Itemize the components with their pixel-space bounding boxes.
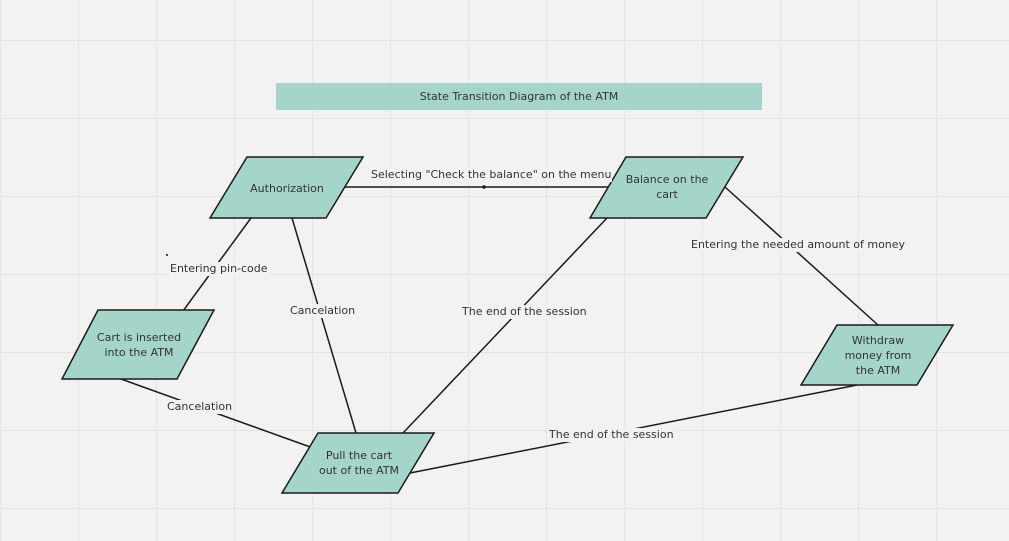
balance-label: Balance on the cart <box>625 173 709 201</box>
diagram-title: State Transition Diagram of the ATM <box>276 83 762 110</box>
edge-label-pin-code: Entering pin-code <box>169 262 269 276</box>
pull-cart-label: Pull the cart out of the ATM <box>318 449 400 477</box>
cart-inserted-label: Cart is inserted into the ATM <box>96 331 182 359</box>
authorization-node <box>208 156 365 219</box>
balance-node <box>588 156 745 219</box>
edge-label-end-session-balance: The end of the session <box>461 305 588 319</box>
edge-label-cancel-cart: Cancelation <box>166 400 234 414</box>
cart-inserted-node <box>60 309 216 380</box>
edge-amount <box>724 186 879 326</box>
pull-cart-node <box>280 432 436 494</box>
edge-label-end-session-withdraw: The end of the session <box>548 428 675 442</box>
diagram-title-text: State Transition Diagram of the ATM <box>419 90 619 103</box>
withdraw-node <box>799 324 955 386</box>
edge-label-check-balance: Selecting "Check the balance" on the men… <box>370 168 613 182</box>
edge-end-session-balance <box>402 217 608 434</box>
edge-label-amount: Entering the needed amount of money <box>690 238 907 252</box>
edge-label-cancel-auth: Cancelation <box>289 304 357 318</box>
edge-cancel-auth <box>291 217 357 434</box>
authorization-label: Authorization <box>250 181 324 195</box>
withdraw-label: Withdraw money from the ATM <box>844 333 912 377</box>
